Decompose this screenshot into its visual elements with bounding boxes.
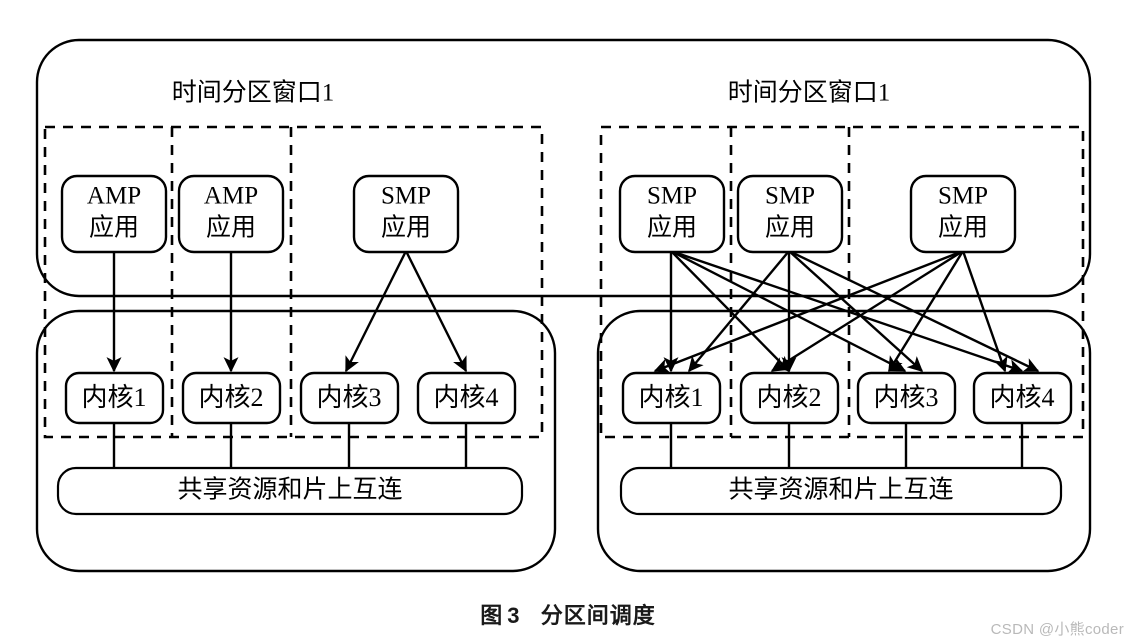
left-window-title: 时间分区窗口1	[172, 79, 335, 107]
right-link-app0-core1	[670, 250, 791, 373]
left-core-2-box[interactable]	[299, 371, 400, 425]
left-app-0-label: 应用	[89, 214, 139, 242]
right-link-app0-core3	[670, 249, 1024, 374]
left-core-0-label: 内核1	[81, 383, 146, 412]
right-core-1-label: 内核2	[756, 383, 821, 412]
right-link-app2-core3	[961, 250, 1008, 373]
figure-caption-title: 分区间调度	[540, 603, 656, 628]
right-core-2[interactable]: 内核3	[856, 371, 957, 425]
right-core-3-box[interactable]	[972, 371, 1073, 425]
right-app-1-label: 应用	[765, 214, 815, 242]
left-app-2-box[interactable]	[352, 174, 460, 254]
figure-caption-prefix: 图	[480, 603, 504, 628]
right-link-app2-core0	[653, 249, 964, 373]
right-core-1-box[interactable]	[739, 371, 840, 425]
right-link-app2-core1	[770, 249, 964, 373]
right-core-2-label: 内核3	[873, 383, 938, 412]
left-app-1-box[interactable]	[177, 174, 285, 254]
right-app-1-type: SMP	[765, 183, 815, 210]
right-app-2-type: SMP	[938, 183, 988, 210]
right-app-0-label: 应用	[647, 214, 697, 242]
right-window-title: 时间分区窗口1	[728, 79, 891, 107]
right-app-1-box[interactable]	[736, 174, 844, 254]
left-app-2[interactable]: SMP 应用	[352, 174, 460, 254]
right-app-2-label: 应用	[938, 214, 988, 242]
left-link-app2-core3	[404, 250, 468, 373]
left-partition-dashed-region	[43, 125, 544, 439]
left-app-0[interactable]: AMP 应用	[60, 174, 168, 254]
right-app-0-type: SMP	[647, 183, 697, 210]
right-link-app1-core3	[788, 249, 1040, 373]
right-partition-dashed-region	[599, 125, 1085, 439]
left-core-3-box[interactable]	[416, 371, 517, 425]
right-core-3[interactable]: 内核4	[972, 371, 1073, 425]
left-shared-resource-bus-label: 共享资源和片上互连	[177, 476, 402, 504]
left-app-1-type: AMP	[204, 183, 258, 210]
left-app-1-label: 应用	[206, 214, 256, 242]
left-core-2-label: 内核3	[316, 383, 381, 412]
right-shared-resource-bus-label: 共享资源和片上互连	[728, 476, 953, 504]
left-core-3[interactable]: 内核4	[416, 371, 517, 425]
left-core-1[interactable]: 内核2	[181, 371, 282, 425]
left-app-2-label: 应用	[381, 214, 431, 242]
left-app-1[interactable]: AMP 应用	[177, 174, 285, 254]
left-app-0-box[interactable]	[60, 174, 168, 254]
top-partition-window-container	[35, 38, 1092, 298]
figure-caption-number: 3	[507, 603, 521, 628]
left-core-2[interactable]: 内核3	[299, 371, 400, 425]
left-core-3-label: 内核4	[433, 383, 498, 412]
left-core-1-box[interactable]	[181, 371, 282, 425]
right-app-2[interactable]: SMP 应用	[909, 174, 1017, 254]
right-app-0[interactable]: SMP 应用	[618, 174, 726, 254]
right-link-app1-core2	[788, 250, 924, 372]
left-core-0-box[interactable]	[64, 371, 165, 425]
left-core-0[interactable]: 内核1	[64, 371, 165, 425]
csdn-watermark: CSDN @小熊coder	[990, 621, 1124, 638]
right-shared-resource-bus[interactable]: 共享资源和片上互连	[619, 466, 1063, 516]
left-shared-resource-bus-box[interactable]	[56, 466, 524, 516]
right-core-2-box[interactable]	[856, 371, 957, 425]
right-core-1[interactable]: 内核2	[739, 371, 840, 425]
left-core-1-label: 内核2	[198, 383, 263, 412]
left-link-app2-core2	[344, 250, 408, 373]
right-link-app2-core2	[887, 250, 965, 373]
right-app-0-box[interactable]	[618, 174, 726, 254]
right-core-0[interactable]: 内核1	[621, 371, 722, 425]
right-app-2-box[interactable]	[909, 174, 1017, 254]
right-core-0-label: 内核1	[638, 383, 703, 412]
right-shared-resource-bus-box[interactable]	[619, 466, 1063, 516]
left-app-2-type: SMP	[381, 183, 431, 210]
right-core-3-label: 内核4	[989, 383, 1054, 412]
left-app-0-type: AMP	[87, 183, 141, 210]
right-core-0-box[interactable]	[621, 371, 722, 425]
left-shared-resource-bus[interactable]: 共享资源和片上互连	[56, 466, 524, 516]
right-app-1[interactable]: SMP 应用	[736, 174, 844, 254]
